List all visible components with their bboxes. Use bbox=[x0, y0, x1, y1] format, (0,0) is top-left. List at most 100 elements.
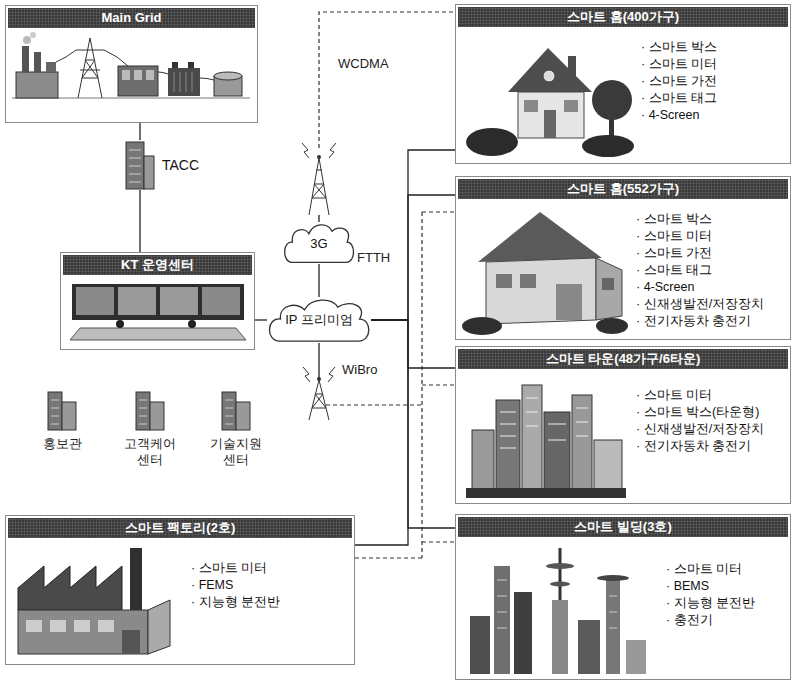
office-building-icon bbox=[150, 402, 164, 430]
house-illustration bbox=[486, 258, 596, 324]
antenna-tower bbox=[302, 143, 336, 420]
cloud-outline bbox=[269, 300, 368, 341]
power-grid-illustration bbox=[30, 32, 36, 38]
power-grid-illustration bbox=[174, 72, 192, 92]
wireless-link bbox=[422, 384, 455, 385]
list-item: · 스마트 태그 bbox=[641, 90, 717, 107]
town-illustration bbox=[522, 385, 542, 492]
node-label: TACC bbox=[162, 157, 199, 173]
network-line bbox=[139, 190, 140, 252]
office-building-icon bbox=[51, 400, 59, 424]
power-grid-illustration bbox=[188, 62, 194, 68]
office-building-icon bbox=[62, 402, 76, 430]
section-panel: 스마트 홈(400가구) · 스마트 박스· 스마트 미터· 스마트 가전· 스마… bbox=[455, 4, 791, 164]
panel-title: 스마트 홈(400가구) bbox=[458, 7, 788, 27]
house-illustration bbox=[564, 100, 578, 112]
factory-illustration bbox=[18, 610, 148, 654]
control-center-node: TACC bbox=[118, 140, 218, 190]
item-list: · 스마트 미터· FEMS· 지능형 분전반 bbox=[191, 560, 280, 611]
house-illustration bbox=[508, 48, 592, 92]
skyscraper-illustration bbox=[470, 616, 490, 674]
building-icon bbox=[126, 142, 154, 189]
power-grid-illustration bbox=[146, 70, 154, 80]
list-item: · 스마트 박스 bbox=[641, 39, 717, 56]
town-illustration bbox=[466, 488, 626, 498]
network-label: FTTH bbox=[357, 250, 402, 266]
factory-illustration bbox=[18, 566, 122, 610]
antenna-tower bbox=[318, 343, 319, 378]
skyscraper-illustration bbox=[626, 640, 646, 674]
control-room-illustration bbox=[202, 287, 240, 315]
office-building-icon bbox=[236, 402, 250, 430]
office-building-icon bbox=[48, 392, 62, 430]
cloud-label: 3G bbox=[310, 236, 327, 251]
antenna-tower bbox=[317, 155, 321, 159]
skyscraper-illustration bbox=[597, 575, 629, 581]
office-building-icon bbox=[48, 392, 250, 430]
panel-title: 스마트 팩토리(2호) bbox=[8, 518, 352, 538]
control-room-illustration bbox=[118, 287, 156, 315]
facility-label: 고객케어 센터 bbox=[118, 436, 182, 468]
list-item: · 스마트 박스(타운형) bbox=[636, 404, 764, 421]
skyscraper-illustration bbox=[546, 563, 574, 569]
panel-title: 스마트 홈(552가구) bbox=[458, 179, 788, 199]
power-grid-illustration bbox=[22, 46, 29, 72]
wireless-link bbox=[422, 211, 455, 212]
power-grid-illustration bbox=[12, 32, 250, 98]
house-illustration bbox=[518, 92, 584, 138]
panel-title: Main Grid bbox=[8, 8, 255, 28]
cloud-outline bbox=[285, 225, 354, 262]
item-list: · 스마트 박스· 스마트 미터· 스마트 가전· 스마트 태그· 4-Scre… bbox=[636, 211, 764, 330]
network-cloud: 3G bbox=[283, 222, 355, 264]
power-grid-illustration bbox=[122, 70, 130, 80]
building-icon bbox=[129, 150, 141, 182]
section-panel: Main Grid bbox=[5, 5, 258, 123]
house-illustration bbox=[543, 70, 555, 82]
power-grid-illustration bbox=[168, 68, 200, 96]
town-illustration bbox=[496, 400, 520, 492]
power-grid-illustration bbox=[34, 52, 41, 72]
control-room-illustration bbox=[188, 320, 196, 328]
control-room-illustration bbox=[116, 320, 124, 328]
house-illustration bbox=[466, 48, 634, 157]
factory-illustration bbox=[122, 630, 140, 654]
list-item: · 지능형 분전반 bbox=[191, 594, 280, 611]
house-illustration bbox=[520, 274, 536, 288]
office-building-icon bbox=[139, 400, 147, 424]
house-illustration bbox=[602, 278, 614, 290]
item-list: · 스마트 박스· 스마트 미터· 스마트 가전· 스마트 태그· 4-Scre… bbox=[641, 39, 717, 124]
power-grid-illustration bbox=[46, 62, 56, 72]
office-building-icon bbox=[225, 400, 233, 424]
network-cloud: IP 프리미엄 bbox=[267, 297, 371, 343]
house-illustration bbox=[524, 100, 538, 112]
list-item: · 전기자동차 충전기 bbox=[636, 438, 764, 455]
list-item: · 스마트 미터 bbox=[666, 561, 755, 578]
building-icon bbox=[126, 142, 144, 189]
power-grid-illustration bbox=[134, 70, 142, 80]
item-list: · 스마트 미터· BEMS· 지능형 분전반· 충전기 bbox=[666, 561, 755, 629]
town-illustration bbox=[572, 395, 592, 492]
skyscraper-illustration bbox=[514, 592, 532, 674]
power-grid-illustration bbox=[172, 62, 178, 68]
house-illustration bbox=[582, 135, 634, 157]
control-room-illustration bbox=[70, 284, 246, 340]
skyscraper-illustration bbox=[497, 580, 617, 628]
house-illustration bbox=[462, 317, 502, 335]
power-grid-illustration bbox=[76, 38, 104, 98]
skyscraper-illustration bbox=[606, 580, 620, 674]
section-panel: 스마트 타운(48가구/6타운)· 스마트 미터· 스마트 박스(타운형)· 신… bbox=[455, 346, 791, 504]
list-item: · 스마트 가전 bbox=[636, 245, 764, 262]
panel-title: 스마트 타운(48가구/6타운) bbox=[458, 349, 788, 369]
network-label: WiBro bbox=[342, 362, 402, 378]
wireless-link bbox=[319, 12, 455, 558]
list-item: · FEMS bbox=[191, 577, 280, 594]
list-item: · 신재생발전/저장장치 bbox=[636, 296, 764, 313]
list-item: · 신재생발전/저장장치 bbox=[636, 421, 764, 438]
network-line bbox=[318, 264, 319, 297]
town-illustration bbox=[466, 385, 626, 498]
panel-title: KT 운영센터 bbox=[63, 255, 252, 275]
list-item: · 지능형 분전반 bbox=[666, 595, 755, 612]
factory-illustration bbox=[130, 548, 142, 610]
control-room-illustration bbox=[160, 287, 198, 315]
list-item: · BEMS bbox=[666, 578, 755, 595]
